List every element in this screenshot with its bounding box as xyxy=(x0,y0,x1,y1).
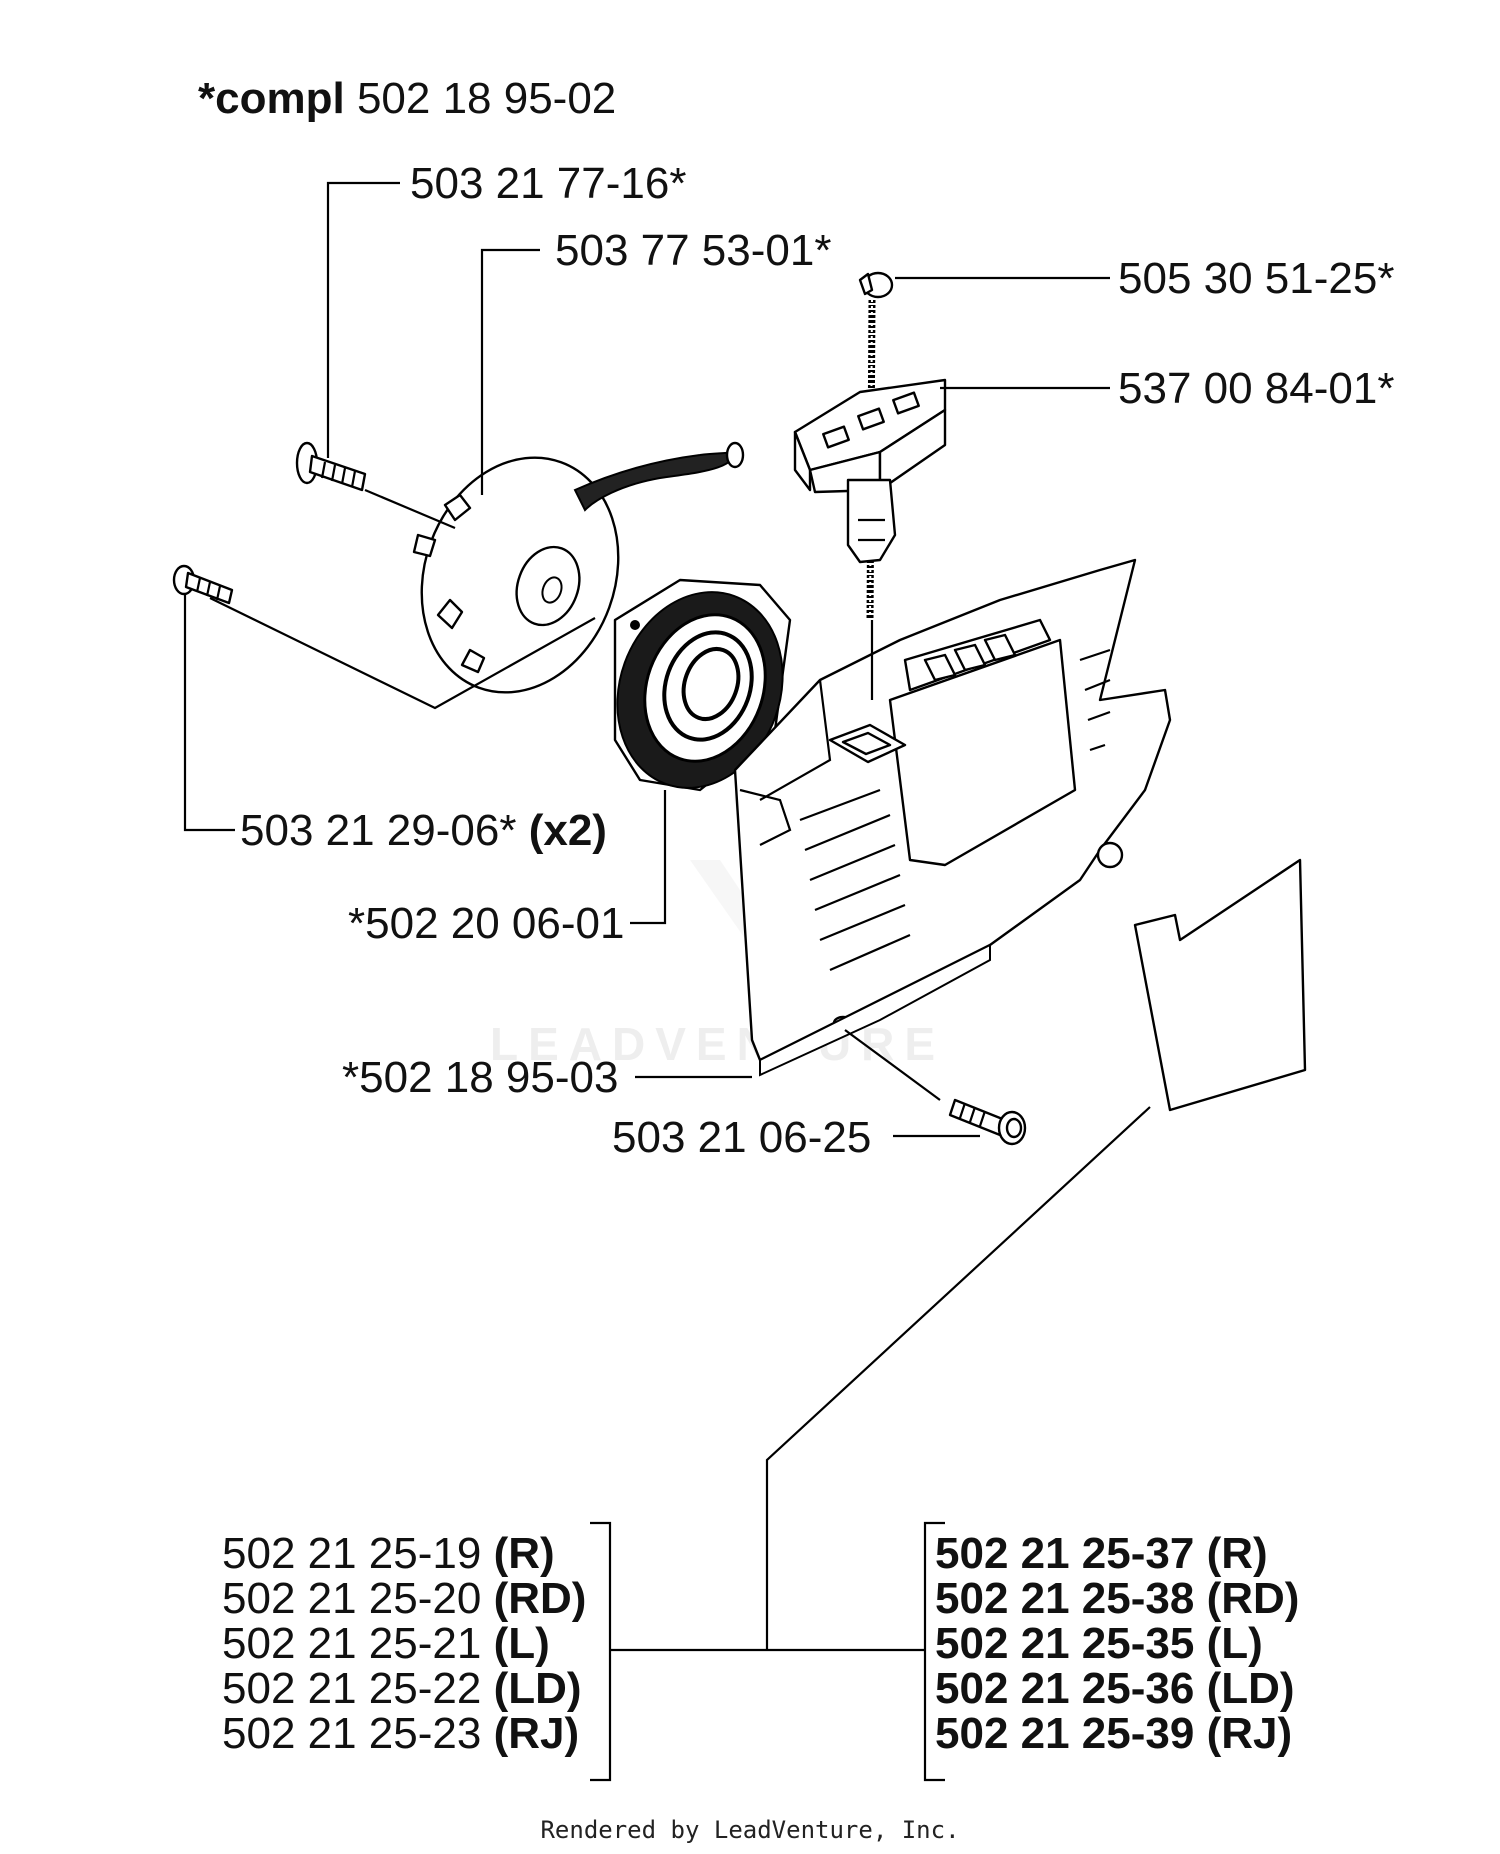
left-list-number: 502 21 25-22 xyxy=(222,1664,481,1713)
left-list-code: (L) xyxy=(494,1619,550,1668)
right-list-number: 502 21 25-39 xyxy=(935,1709,1194,1758)
left-list-code: (RD) xyxy=(494,1574,587,1623)
callout-starter-housing: *502 18 95-03 xyxy=(342,1053,618,1102)
right-list-code: (RD) xyxy=(1207,1574,1300,1623)
right-list-row: 502 21 25-36 (LD) xyxy=(935,1664,1295,1713)
footer-credit: Rendered by LeadVenture, Inc. xyxy=(540,1816,959,1844)
left-list-row: 502 21 25-22 (LD) xyxy=(222,1664,582,1713)
right-list-row: 502 21 25-35 (L) xyxy=(935,1619,1263,1668)
left-list-number: 502 21 25-19 xyxy=(222,1529,481,1578)
callout-cassette-screw-qty: (x2) xyxy=(529,806,607,855)
callout-starter-cord: 505 30 51-25* xyxy=(1118,254,1394,303)
right-list-row: 502 21 25-39 (RJ) xyxy=(935,1709,1292,1758)
left-list-number: 502 21 25-23 xyxy=(222,1709,481,1758)
callout-cassette-screw-number: 503 21 29-06* xyxy=(240,806,516,855)
left-list-code: (RJ) xyxy=(494,1709,580,1758)
right-list-number: 502 21 25-38 xyxy=(935,1574,1194,1623)
assembly-prefix: *compl xyxy=(198,74,345,123)
left-list-row: 502 21 25-21 (L) xyxy=(222,1619,550,1668)
callout-starter-pulley: 503 77 53-01* xyxy=(555,226,831,275)
right-list-code: (LD) xyxy=(1207,1664,1295,1713)
starter-housing-part xyxy=(733,558,1172,1077)
left-list-number: 502 21 25-20 xyxy=(222,1574,481,1623)
right-list-code: (RJ) xyxy=(1207,1709,1293,1758)
right-list-number: 502 21 25-37 xyxy=(935,1529,1194,1578)
callout-cassette-screw: 503 21 29-06* (x2) xyxy=(240,806,607,855)
spring-cassette-part xyxy=(613,578,792,792)
starter-handle-part xyxy=(793,378,947,564)
left-variant-list: 502 21 25-19 (R) 502 21 25-20 (RD) 502 2… xyxy=(222,1529,586,1758)
left-list-row: 502 21 25-20 (RD) xyxy=(222,1574,586,1623)
right-list-row: 502 21 25-38 (RD) xyxy=(935,1574,1299,1623)
callout-housing-screw: 503 21 06-25 xyxy=(612,1113,871,1162)
assembly-title: *compl 502 18 95-02 xyxy=(198,74,616,123)
right-list-number: 502 21 25-36 xyxy=(935,1664,1194,1713)
right-list-code: (L) xyxy=(1207,1619,1263,1668)
right-variant-list: 502 21 25-37 (R) 502 21 25-38 (RD) 502 2… xyxy=(935,1529,1299,1758)
right-list-code: (R) xyxy=(1207,1529,1268,1578)
callout-spring-cassette: *502 20 06-01 xyxy=(348,899,624,948)
assembly-number: 502 18 95-02 xyxy=(357,74,616,123)
callout-pulley-screw: 503 21 77-16* xyxy=(410,159,686,208)
right-list-number: 502 21 25-35 xyxy=(935,1619,1194,1668)
right-list-row: 502 21 25-37 (R) xyxy=(935,1529,1268,1578)
pulley-screw-part xyxy=(295,441,367,492)
left-list-number: 502 21 25-21 xyxy=(222,1619,481,1668)
left-list-row: 502 21 25-23 (RJ) xyxy=(222,1709,579,1758)
left-list-code: (LD) xyxy=(494,1664,582,1713)
decal-plate-part xyxy=(1133,858,1307,1112)
left-list-row: 502 21 25-19 (R) xyxy=(222,1529,555,1578)
leader-lines xyxy=(183,181,1151,1782)
callout-starter-handle: 537 00 84-01* xyxy=(1118,364,1394,413)
spring-cassette-screw-part xyxy=(172,564,234,605)
left-list-code: (R) xyxy=(494,1529,555,1578)
housing-screw-part xyxy=(948,1098,1027,1146)
